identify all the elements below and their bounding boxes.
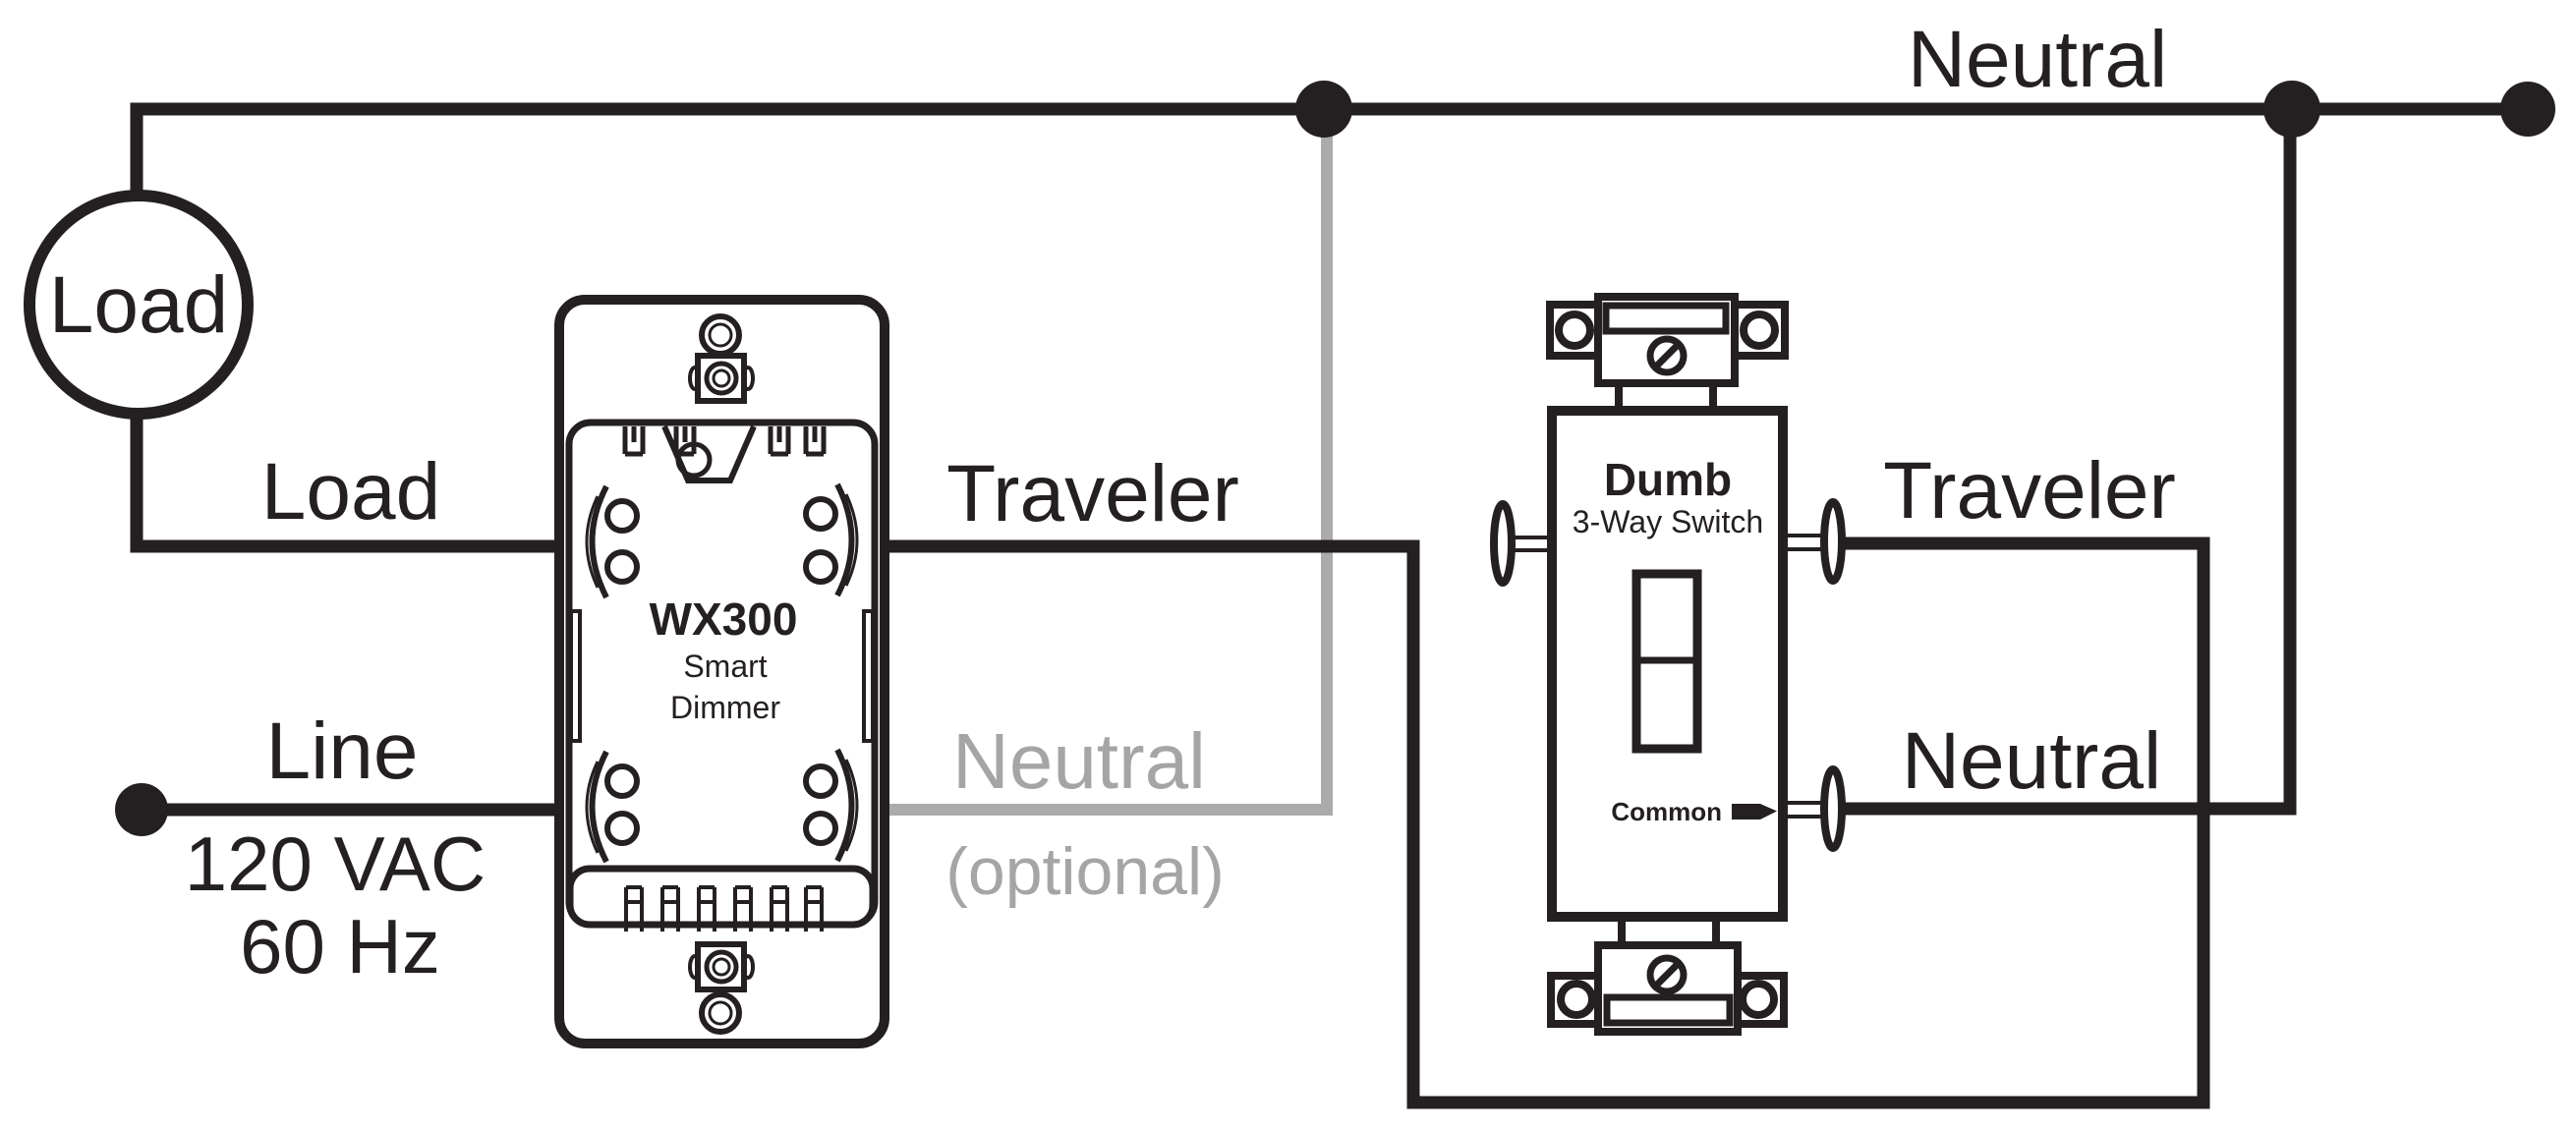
dimmer-tab-2	[673, 426, 697, 457]
switch-common-screw-icon	[1820, 765, 1846, 852]
dimmer-hole-load-top	[604, 498, 640, 534]
dimmer-traveler-label: Traveler	[946, 449, 1239, 538]
switch-name-label: Dumb	[1604, 454, 1732, 505]
load-circle	[24, 190, 254, 420]
neutral-junction-dot-left	[1295, 81, 1352, 138]
neutral-junction-dot-right	[2263, 81, 2320, 138]
dimmer-tab-1	[622, 426, 646, 457]
dimmer-sub-label-1: Smart	[683, 649, 767, 684]
dimmer-clamp-top-left-inner	[585, 495, 600, 589]
dimmer-center-circle	[675, 441, 713, 479]
dimmer-pin	[624, 885, 644, 932]
dimmer-bottom-screw-inner	[712, 957, 731, 977]
switch-neutral-label: Neutral	[1902, 716, 2161, 806]
neutral-end-dot	[2500, 82, 2555, 137]
dimmer-clamp-top-left	[589, 484, 609, 599]
dimmer-tab-3	[768, 426, 791, 457]
dimmer-clamp-top-right	[834, 482, 855, 597]
dimmer-hole-line-top	[604, 763, 640, 799]
dimmer-tab-4	[803, 426, 827, 457]
neutral-optional-wire	[881, 109, 1333, 816]
dimmer-clamp-bottom-left-inner	[585, 761, 600, 854]
switch-type-label: 3-Way Switch	[1573, 504, 1763, 539]
switch-bottom-slot	[1603, 993, 1734, 1027]
line-voltage-label: 120 VAC	[185, 820, 486, 907]
switch-bottom-ear-right-hole	[1739, 980, 1778, 1019]
line-frequency-label: 60 Hz	[240, 903, 440, 989]
switch-common-screw-stem	[1783, 801, 1825, 819]
load-symbol: Load	[24, 190, 254, 420]
switch-left-screw-icon	[1490, 500, 1516, 587]
switch-neutral-wire	[1844, 109, 2297, 816]
dimmer-hole-load-bottom	[604, 549, 640, 585]
dimmer-top-hole-icon	[699, 313, 742, 357]
switch-bottom-ear-left-hole	[1557, 980, 1596, 1019]
switch-traveler-label: Traveler	[1883, 446, 2176, 536]
dimmer-top-hole-inner	[708, 322, 733, 348]
top-neutral-wire	[130, 102, 2528, 193]
dimmer-pin	[660, 885, 680, 932]
dimmer-sub-label-2: Dimmer	[670, 690, 780, 725]
dimmer-bottom-hole-inner	[708, 1000, 733, 1026]
dimmer-hole-traveler-top	[803, 496, 838, 532]
switch-bottom-screw-icon	[1646, 954, 1688, 995]
dimmer-hole-neutral-top	[803, 763, 838, 799]
switch-common-label: Common	[1611, 797, 1722, 826]
switch-top-screw-icon	[1646, 335, 1688, 376]
dimmer-side-bar-right	[862, 609, 875, 743]
dimmer-hole-neutral-bottom	[803, 811, 838, 846]
dimmer-bottom-screw-icon	[704, 949, 739, 985]
dimmer-bottom-hole-icon	[699, 991, 742, 1035]
load-symbol-label: Load	[49, 260, 228, 350]
switch-top-screw-slash	[1652, 341, 1682, 370]
dimmer-neutral-note-label: (optional)	[945, 834, 1225, 909]
load-wire	[130, 417, 564, 553]
dimmer-clamp-bottom-left	[589, 750, 609, 864]
dimmer-center-notch	[661, 424, 757, 483]
dimmer-clamp-bottom-right-inner	[844, 759, 859, 852]
switch-top-ear-left-hole	[1555, 311, 1594, 350]
switch-bottom-screw-slash	[1652, 960, 1682, 989]
dimmer-clamp-bottom-right	[834, 748, 855, 863]
switch-traveler-screw-stem	[1783, 534, 1825, 551]
dimmer-pin	[770, 885, 789, 932]
dumb-switch-device: Dumb 3-Way Switch Common	[1490, 293, 1846, 1036]
switch-top-ear-right-hole	[1740, 311, 1779, 350]
dimmer-neutral-label: Neutral	[952, 717, 1206, 805]
dimmer-pin	[804, 885, 824, 932]
switch-top-slot	[1602, 302, 1730, 335]
dimmer-top-screw-icon	[704, 361, 739, 396]
line-wire-label: Line	[265, 706, 418, 796]
load-wire-label: Load	[261, 447, 440, 537]
line-terminal-dot	[115, 783, 168, 836]
switch-left-screw-stem	[1512, 536, 1553, 552]
dimmer-top-screw-inner	[712, 368, 731, 388]
top-neutral-label: Neutral	[1908, 15, 2167, 104]
dimmer-pin-strip	[566, 865, 877, 929]
dimmer-pin	[697, 885, 716, 932]
dimmer-pins	[624, 885, 824, 932]
smart-dimmer-device: WX300 Smart Dimmer	[554, 295, 889, 1048]
dimmer-hole-line-bottom	[604, 811, 640, 846]
dimmer-pin	[733, 885, 753, 932]
dimmer-clamp-top-right-inner	[844, 493, 859, 587]
dimmer-traveler-wire	[881, 537, 2210, 1109]
dimmer-side-bar-left	[569, 609, 582, 743]
switch-traveler-screw-icon	[1820, 498, 1846, 585]
dimmer-hole-traveler-bottom	[803, 549, 838, 585]
dimmer-model-label: WX300	[650, 593, 798, 645]
common-arrow-icon	[1732, 804, 1777, 819]
